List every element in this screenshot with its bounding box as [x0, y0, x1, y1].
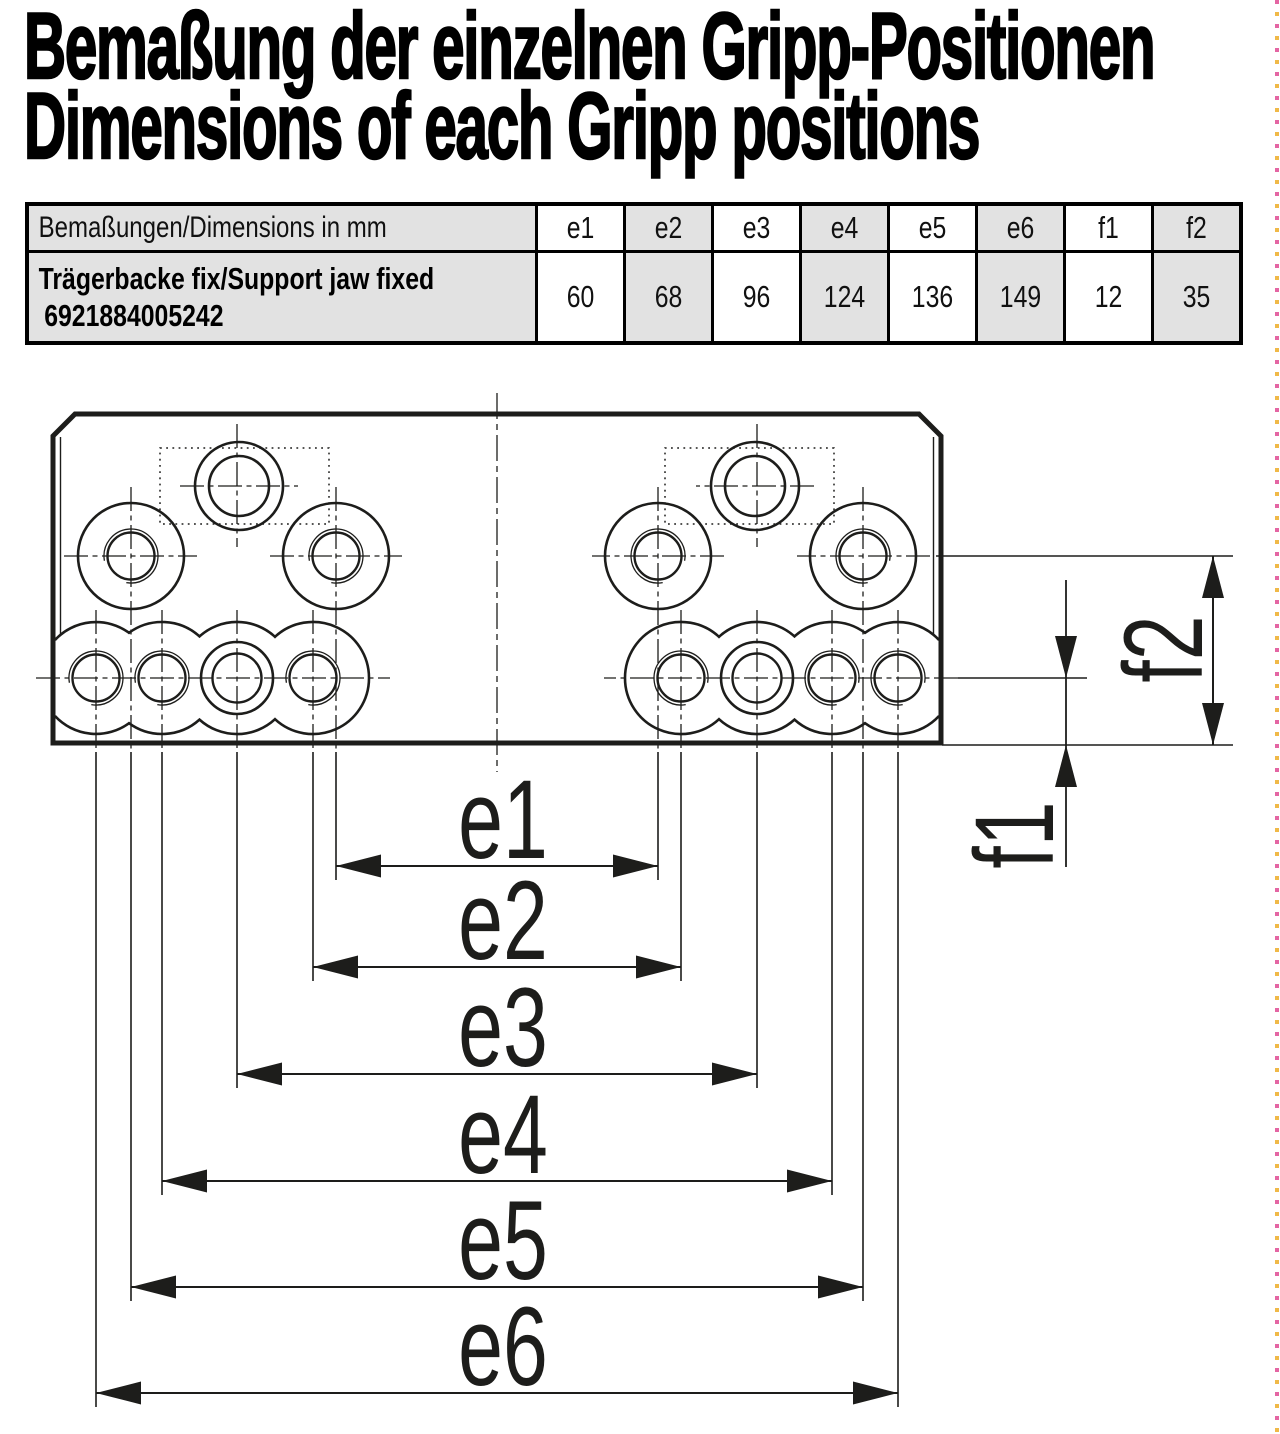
- dim-label-e3: e3: [458, 965, 548, 1090]
- jaw-drawing: f2 f1 e1 e2 e3: [34, 0, 1279, 1434]
- jaw-left-half: [34, 422, 404, 1409]
- header-cell-label: Bemaßungen/Dimensions in mm: [25, 202, 539, 253]
- header-cell-e2: e2: [623, 202, 715, 253]
- value-f1: 12: [1095, 279, 1123, 314]
- dimension-e1: e1: [336, 757, 658, 882]
- header-cell-f2: f2: [1151, 202, 1243, 253]
- dim-label-f2: f2: [1101, 615, 1226, 682]
- header-cell-e4: e4: [799, 202, 891, 253]
- jaw-right-half: [590, 422, 960, 1409]
- page-title-line-english: Dimensions of each Gripp positions: [23, 73, 981, 178]
- dimension-table: Bemaßungen/Dimensions in mm e1 e2 e3 e4 …: [25, 202, 1244, 345]
- f1-arrow-up: [1055, 745, 1077, 787]
- header-cell-e6: e6: [975, 202, 1067, 253]
- row-label-name: Trägerbacke fix/Support jaw fixed: [38, 261, 435, 296]
- dimension-e3: e3: [237, 965, 757, 1090]
- dimension-e5: e5: [131, 1178, 863, 1303]
- header-label-text: Bemaßungen/Dimensions in mm: [38, 211, 387, 244]
- value-cell-e1: 60: [535, 250, 627, 345]
- col-header-e6: e6: [1007, 210, 1035, 245]
- dim-label-e4: e4: [458, 1072, 548, 1197]
- jaw-block-outline: [50, 411, 944, 746]
- f2-arrow-up: [1202, 556, 1224, 598]
- dimension-table-header-row: Bemaßungen/Dimensions in mm e1 e2 e3 e4 …: [25, 202, 1243, 253]
- header-cell-e3: e3: [711, 202, 803, 253]
- value-cell-e2: 68: [623, 250, 715, 345]
- col-header-e3: e3: [743, 210, 771, 245]
- col-header-e2: e2: [655, 210, 683, 245]
- value-cell-e5: 136: [887, 250, 979, 345]
- col-header-e5: e5: [919, 210, 947, 245]
- dimension-e4: e4: [162, 1072, 832, 1197]
- value-e1: 60: [567, 279, 595, 314]
- dimension-table-data-row: Trägerbacke fix/Support jaw fixed 692188…: [25, 250, 1243, 345]
- dim-label-e1: e1: [458, 757, 548, 882]
- value-cell-f2: 35: [1151, 250, 1243, 345]
- dim-label-e6: e6: [458, 1284, 548, 1409]
- dim-label-e5: e5: [458, 1178, 548, 1303]
- value-cell-e6: 149: [975, 250, 1067, 345]
- value-cell-f1: 12: [1063, 250, 1155, 345]
- dimension-e2: e2: [313, 858, 681, 983]
- dimension-f2: f2: [1101, 556, 1226, 745]
- f2-arrow-down: [1202, 703, 1224, 745]
- col-header-e1: e1: [567, 210, 595, 245]
- dim-label-e2: e2: [458, 858, 548, 983]
- dimension-f1: f1: [952, 580, 1077, 869]
- header-cell-f1: f1: [1063, 202, 1155, 253]
- row-label: Trägerbacke fix/Support jaw fixed 692188…: [30, 260, 435, 334]
- value-cell-e4: 124: [799, 250, 891, 345]
- header-cell-e1: e1: [535, 202, 627, 253]
- f1-arrow-down: [1055, 636, 1077, 678]
- value-e4: 124: [824, 279, 866, 314]
- row-label-cell: Trägerbacke fix/Support jaw fixed 692188…: [25, 250, 539, 345]
- dimension-e6: e6: [96, 1284, 898, 1409]
- row-label-part-number: 6921884005242: [44, 298, 224, 333]
- value-e3: 96: [743, 279, 771, 314]
- value-f2: 35: [1183, 279, 1211, 314]
- col-header-f1: f1: [1098, 210, 1120, 245]
- value-cell-e3: 96: [711, 250, 803, 345]
- page-title-line-german: Bemaßung der einzelnen Gripp-Positionen: [23, 0, 1156, 98]
- value-e6: 149: [1000, 279, 1042, 314]
- page-title: Bemaßung der einzelnen Gripp-Positionen …: [23, 0, 1280, 178]
- value-e5: 136: [912, 279, 954, 314]
- col-header-e4: e4: [831, 210, 859, 245]
- dim-label-f1: f1: [952, 801, 1077, 868]
- col-header-f2: f2: [1186, 210, 1208, 245]
- header-cell-e5: e5: [887, 202, 979, 253]
- value-e2: 68: [655, 279, 683, 314]
